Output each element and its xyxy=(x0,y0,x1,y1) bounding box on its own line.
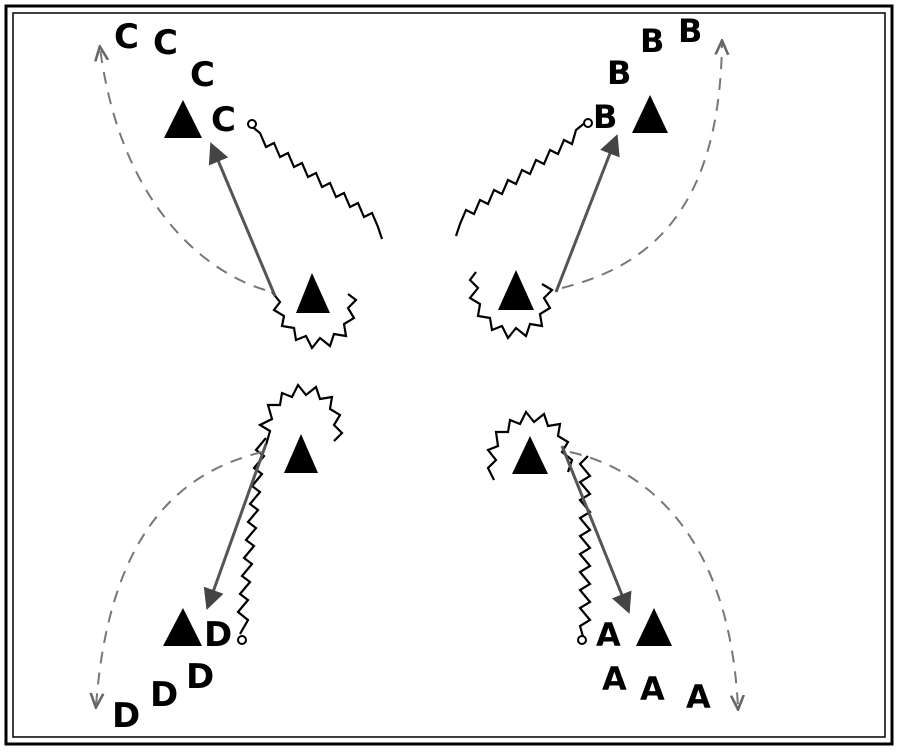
cone-icon xyxy=(164,100,202,138)
quadrant-bottom-left: D D D D xyxy=(96,382,344,736)
pass-arrow xyxy=(203,443,268,610)
quadrant-top-left: C C C C xyxy=(100,17,384,351)
player-label: D xyxy=(150,675,178,715)
pass-arrow xyxy=(208,142,277,297)
quadrant-top-right: B B B B xyxy=(454,12,722,341)
cone-icon xyxy=(512,436,548,474)
dribble-path xyxy=(236,437,267,635)
dribble-path xyxy=(249,124,384,240)
player-label: C xyxy=(211,100,236,140)
player-label: B xyxy=(640,22,664,60)
player-label: D xyxy=(204,615,232,655)
cone-icon xyxy=(636,608,672,646)
cone-icon xyxy=(296,273,330,313)
player-label: C xyxy=(153,23,178,63)
dribble-loop xyxy=(257,382,344,446)
player-label: A xyxy=(686,678,711,716)
cone-icon xyxy=(498,270,534,310)
run-arrow xyxy=(100,48,266,291)
player-label: D xyxy=(112,696,140,736)
player-label: B xyxy=(607,54,631,92)
player-label: A xyxy=(596,616,621,654)
dribble-path xyxy=(454,121,587,237)
cone-icon xyxy=(284,434,318,473)
cone-icon xyxy=(632,95,668,133)
player-label: C xyxy=(190,55,215,95)
quadrant-bottom-right: A A A A xyxy=(486,409,738,716)
pass-arrow xyxy=(554,134,620,293)
ball-icon xyxy=(247,119,257,129)
cone-icon xyxy=(163,608,202,646)
player-label: B xyxy=(593,98,617,136)
dribble-loop xyxy=(271,291,358,351)
outer-frame xyxy=(4,4,894,746)
run-arrow xyxy=(561,42,722,289)
pass-arrow xyxy=(560,445,632,614)
ball-icon xyxy=(577,635,587,645)
player-label: B xyxy=(678,12,702,50)
player-label: A xyxy=(640,670,665,708)
player-label: C xyxy=(114,17,139,57)
dribble-loop xyxy=(486,409,574,481)
player-label: A xyxy=(602,660,627,698)
player-label: D xyxy=(186,657,214,697)
ball-icon xyxy=(583,118,593,128)
dribble-loop xyxy=(468,271,554,341)
inner-frame xyxy=(12,12,886,738)
run-arrow xyxy=(96,451,263,706)
dribble-path xyxy=(578,455,592,641)
ball-icon xyxy=(237,635,247,645)
run-arrow xyxy=(569,451,738,708)
